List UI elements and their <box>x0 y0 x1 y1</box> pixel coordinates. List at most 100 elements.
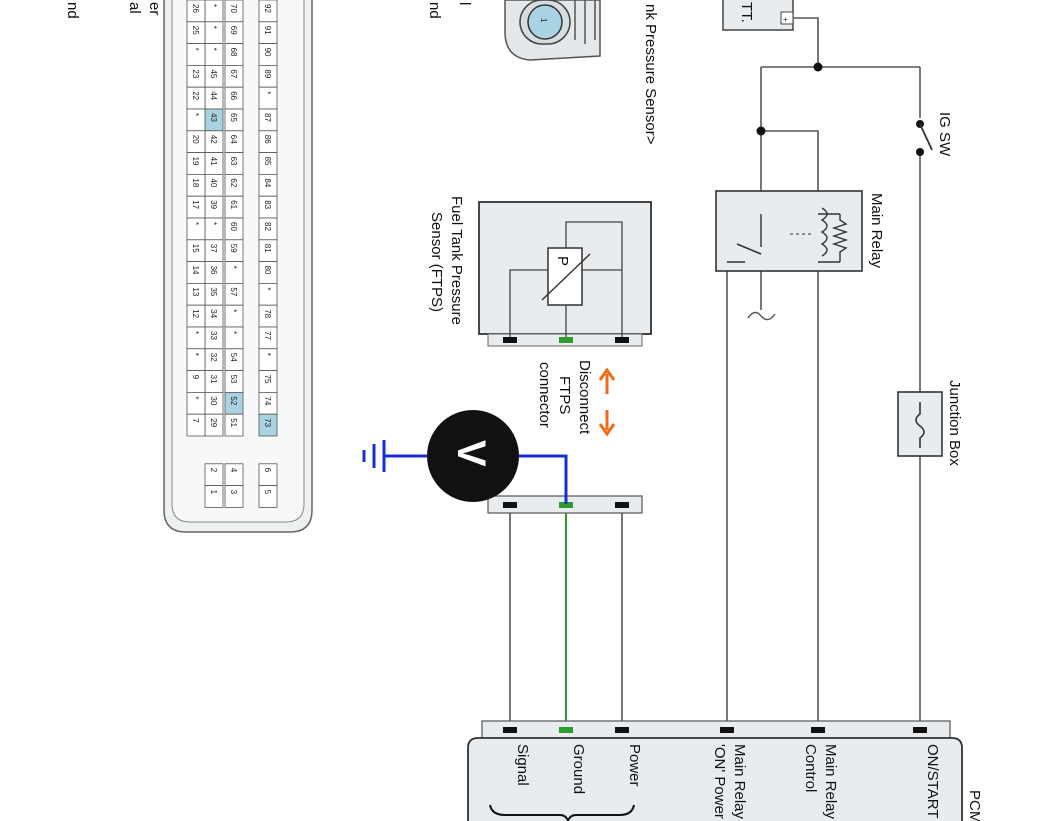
ftps-top-caption: nk Pressure Sensor> <box>642 4 659 145</box>
connector-pin-number: 67 <box>229 69 238 78</box>
connector-pin-number: * <box>191 222 200 225</box>
connector-pin-number: * <box>209 26 218 29</box>
connector-pin-number: 39 <box>209 200 218 209</box>
connector-pin-grid: 92919089*8786858483828180*7877*757473657… <box>186 0 278 508</box>
relay-label: Main Relay <box>868 193 885 269</box>
connector-pin-number: 37 <box>209 244 218 253</box>
pcm-pin-relay-on-power-2: 'ON' Power <box>711 744 728 819</box>
connector-pin-cell <box>204 485 224 508</box>
pcm-pin-power: Power <box>626 744 643 787</box>
battery-label: TT. <box>738 2 755 23</box>
relay-coil <box>820 207 828 257</box>
legend-item-power: er <box>146 2 163 15</box>
connector-pin-number: 62 <box>229 178 238 187</box>
connector-pin-cell <box>224 485 244 508</box>
connector-pin-number: 23 <box>191 69 200 78</box>
connector-pin-number: 92 <box>263 4 272 13</box>
connector-pin-number: * <box>191 353 200 356</box>
connector-pin-number: 32 <box>209 353 218 362</box>
connector-pin-number: 6 <box>263 468 272 473</box>
ftps-title-line1: Fuel Tank Pressure <box>448 196 465 325</box>
legend-item-ground: nd <box>64 2 81 19</box>
connector-pin-number: 22 <box>191 91 200 100</box>
connector-pin-number: * <box>191 331 200 334</box>
connector-pin-number: * <box>209 222 218 225</box>
connector-pin-number: 5 <box>263 490 272 495</box>
connector-pin-number: 33 <box>209 331 218 340</box>
connector-pin-number: 44 <box>209 91 218 100</box>
connector-pin-number: 40 <box>209 178 218 187</box>
connector-pin-number: 78 <box>263 309 272 318</box>
connector-pin-number: 84 <box>263 178 272 187</box>
connector-pin-number: 61 <box>229 200 238 209</box>
connector-pin-number: 35 <box>209 287 218 296</box>
connector-pin-number: 63 <box>229 157 238 166</box>
connector-pin-number: * <box>229 331 238 334</box>
connector-pin-number: 25 <box>191 26 200 35</box>
ig-switch: IG SW <box>916 112 953 157</box>
legend: er al nd <box>64 2 163 19</box>
battery-plus: + <box>783 15 788 24</box>
connector-pin-number: 45 <box>209 69 218 78</box>
disconnect-arrows: Disconnect FTPS connector <box>536 360 616 437</box>
connector-pin-number: 51 <box>229 418 238 427</box>
connector-pin-number: 65 <box>229 113 238 122</box>
connector-pin-number: 52 <box>229 396 238 405</box>
arrow-up-icon <box>598 367 616 394</box>
pcm-pin-ground: Ground <box>570 744 587 794</box>
connector-pin-number: 73 <box>263 418 272 427</box>
connector-pin-number: 66 <box>229 91 238 100</box>
connector-pin-number: 83 <box>263 200 272 209</box>
junction-box: Junction Box <box>897 380 963 466</box>
disconnect-line3: connector <box>536 362 553 428</box>
connector-pin-number: 77 <box>263 331 272 340</box>
pcm-pin-relay-control-2: Control <box>802 744 819 792</box>
main-relay: Main Relay <box>715 190 885 272</box>
ftps-p-label: P <box>554 256 571 266</box>
wires <box>509 17 921 730</box>
connector-pin-number: * <box>229 266 238 269</box>
relay-resistor <box>831 214 849 262</box>
connector-pin-number: 20 <box>191 135 200 144</box>
harness-connector <box>487 495 643 514</box>
ground-symbol-icon <box>362 440 386 472</box>
ig-switch-label: IG SW <box>936 112 953 157</box>
connector-pin-number: 18 <box>191 178 200 187</box>
connector-pin-number: 15 <box>191 244 200 253</box>
connector-pin-number: 34 <box>209 309 218 318</box>
connector-pin-number: 91 <box>263 26 272 35</box>
connector-pin-number: 64 <box>229 135 238 144</box>
ftps-sensor-photo: 1 nk Pressure Sensor> l nd <box>426 0 659 145</box>
connector-pin-number: 81 <box>263 244 272 253</box>
pcm-connector: 92919089*8786858483828180*7877*757473657… <box>163 0 313 533</box>
fuse-icon <box>915 402 925 448</box>
probe-wire-positive <box>519 454 568 504</box>
connector-pin-number: 57 <box>229 287 238 296</box>
legend-item-signal: al <box>126 2 143 14</box>
voltmeter-label: V <box>449 440 493 467</box>
connector-pin-number: 70 <box>229 4 238 13</box>
ftps-sensor: P Fuel Tank Pressure Sensor (FTPS) <box>428 196 652 347</box>
connector-pin-number: 69 <box>229 26 238 35</box>
connector-pin-number: 14 <box>191 266 200 275</box>
ftps-pin-label: 1 <box>539 18 548 23</box>
junction-box-label: Junction Box <box>946 380 963 466</box>
connector-pin-number: * <box>209 48 218 51</box>
connector-pin-number: * <box>263 353 272 356</box>
connector-pin-number: 3 <box>229 490 238 495</box>
connector-pin-number: 53 <box>229 375 238 384</box>
pcm-bracket <box>489 804 635 821</box>
connector-pin-number: * <box>191 396 200 399</box>
connector-pin-number: 82 <box>263 222 272 231</box>
connector-pin-number: 2 <box>209 468 218 473</box>
pcm-pin-signal: Signal <box>514 744 531 786</box>
arrow-down-icon <box>598 410 616 437</box>
pcm-pin-relay-on-power-1: Main Relay <box>731 744 748 820</box>
connector-pin-number: * <box>191 48 200 51</box>
pcm-module: Signal Ground Power Main Relay 'ON' Powe… <box>467 720 983 821</box>
wire-battery <box>793 17 819 67</box>
connector-pin-number: 31 <box>209 375 218 384</box>
connector-pin-cell <box>224 413 244 437</box>
connector-pin-number: * <box>209 4 218 7</box>
